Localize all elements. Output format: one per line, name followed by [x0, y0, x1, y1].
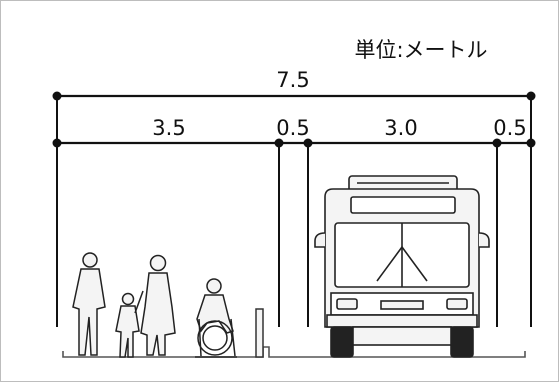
- pedestrian-child: [115, 292, 140, 358]
- shoulder-width-label: 0.5: [493, 116, 526, 140]
- bus-headlight-left: [336, 298, 358, 310]
- wheelchair-user: [195, 278, 237, 358]
- sidewalk-width-label: 3.5: [152, 116, 185, 140]
- ground-curb-profile: [62, 346, 526, 358]
- bus-headlight-right: [446, 298, 468, 310]
- bus-wipers: [376, 245, 428, 282]
- unit-label: 単位:メートル: [354, 38, 487, 62]
- bus-destination-sign: [350, 196, 456, 214]
- bus-wheel-right: [450, 326, 474, 358]
- total-width-label: 7.5: [276, 68, 309, 92]
- bus-mirror-right: [478, 232, 490, 248]
- bus-grille: [380, 300, 424, 310]
- curb-width-label: 0.5: [276, 116, 309, 140]
- pedestrian-adult-woman: [134, 254, 176, 356]
- bus-mirror-left: [314, 232, 326, 248]
- pedestrian-adult-man: [72, 252, 106, 356]
- bus-bumper: [326, 314, 478, 328]
- bus-underbody: [352, 326, 452, 346]
- curb-post: [255, 308, 264, 358]
- bus-wheel-left: [330, 326, 354, 358]
- bus-front-view: [314, 175, 490, 358]
- lane-width-label: 3.0: [384, 116, 417, 140]
